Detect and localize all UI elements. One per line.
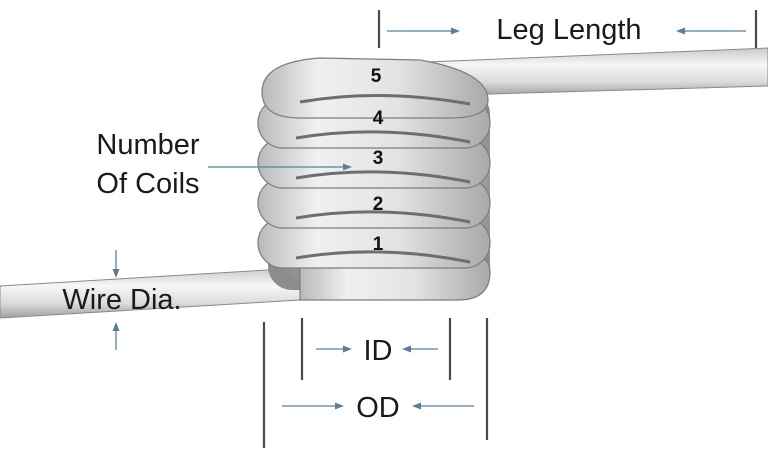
id-right-arrowhead: [402, 345, 411, 353]
number-of-coils-label-line1: Number: [96, 129, 199, 161]
coil-turn-3: [257, 137, 491, 189]
coil-body: [257, 57, 491, 301]
od-left-arrowhead: [335, 402, 344, 410]
coil-number-2: 2: [373, 194, 384, 215]
number-of-coils-callout: Number Of Coils: [96, 129, 352, 200]
leg-length-left-arrowhead: [451, 27, 460, 35]
id-label: ID: [364, 335, 393, 367]
coil-number-5: 5: [371, 66, 382, 87]
od-label: OD: [356, 392, 400, 424]
leg-length-label: Leg Length: [496, 14, 641, 46]
coil-number-1: 1: [373, 234, 384, 255]
wire-dia-label: Wire Dia.: [62, 284, 181, 316]
leg-length-dimension: Leg Length: [377, 10, 758, 48]
od-right-arrowhead: [412, 402, 421, 410]
coil-number-3: 3: [373, 148, 384, 169]
coil-turn-5: [261, 57, 489, 119]
id-dimension: ID: [300, 318, 452, 380]
wire-dia-top-arrowhead: [112, 269, 120, 278]
coil-turn-1: [257, 217, 491, 269]
number-of-coils-arrowhead: [343, 163, 352, 171]
leg-length-right-arrowhead: [676, 27, 685, 35]
od-dimension: OD: [262, 318, 489, 448]
id-left-arrowhead: [343, 345, 352, 353]
wire-dia-dimension: Wire Dia.: [62, 250, 182, 350]
coil-number-4: 4: [373, 108, 384, 129]
wire-dia-bottom-arrowhead: [112, 322, 120, 331]
number-of-coils-label-line2: Of Coils: [96, 168, 199, 200]
